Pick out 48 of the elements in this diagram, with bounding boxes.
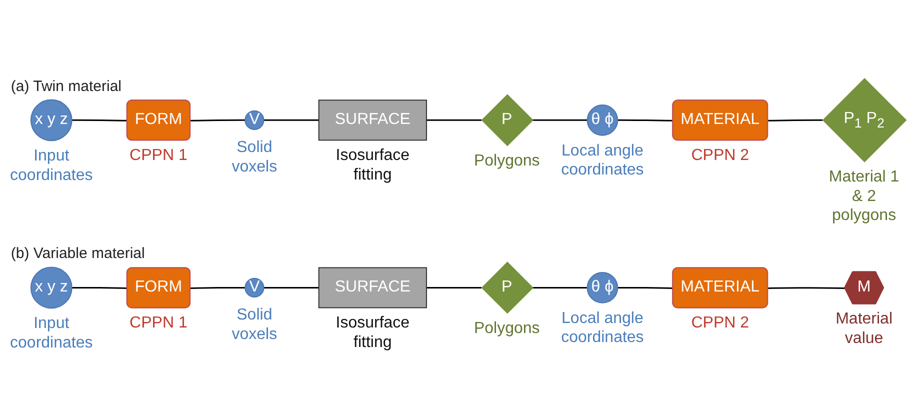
connector-line xyxy=(618,119,674,122)
ellipse-node: V xyxy=(244,110,264,130)
caption-text: Polygons xyxy=(474,320,540,338)
connector-line xyxy=(190,119,246,122)
connector-line xyxy=(618,286,674,289)
surface-box: SURFACE xyxy=(318,267,427,308)
caption-text: Isosurface fitting xyxy=(336,314,410,351)
connector-line xyxy=(532,286,588,288)
connector-line xyxy=(264,286,319,288)
connector-line xyxy=(768,287,846,289)
process-box: FORM xyxy=(126,100,191,141)
caption-text: Isosurface fitting xyxy=(336,147,410,184)
process-box: FORM xyxy=(126,267,191,308)
connector-line xyxy=(72,286,128,289)
section-title: (b) Variable material xyxy=(10,245,145,262)
caption-text: CPPN 1 xyxy=(130,147,188,164)
caption-text: Material 1 & 2 polygons xyxy=(828,168,900,224)
caption-text: Solid voxels xyxy=(232,306,278,343)
ellipse-node: θ ϕ xyxy=(586,272,618,304)
ellipse-node: θ ϕ xyxy=(586,104,618,136)
caption-text: Input coordinates xyxy=(10,315,93,352)
caption-text: Local angle coordinates xyxy=(561,310,644,346)
caption-text: Polygons xyxy=(474,152,540,170)
surface-box: SURFACE xyxy=(318,100,427,141)
caption-text: Material value xyxy=(836,310,892,347)
caption-text: Input coordinates xyxy=(10,148,93,184)
caption-text: Solid voxels xyxy=(232,139,278,176)
caption-text: CPPN 1 xyxy=(130,314,188,332)
connector-line xyxy=(532,119,588,121)
caption-text: CPPN 2 xyxy=(691,147,750,164)
decision-diamond: P$_{1}$ P$_{2}$ xyxy=(822,78,907,162)
hexagon-node: M xyxy=(844,271,884,304)
process-box: MATERIAL xyxy=(672,267,768,308)
section-title: (a) Twin material xyxy=(10,78,122,95)
decision-diamond: P xyxy=(481,94,534,146)
decision-diamond: P xyxy=(481,262,534,314)
connector-line xyxy=(190,286,246,289)
caption-text: CPPN 2 xyxy=(691,314,750,332)
process-box: MATERIAL xyxy=(672,100,768,141)
ellipse-node: x y z xyxy=(30,99,72,142)
connector-line xyxy=(426,286,482,288)
caption-text: Local angle coordinates xyxy=(561,142,644,179)
connector-line xyxy=(426,119,482,121)
ellipse-node: V xyxy=(244,278,264,298)
ellipse-node: x y z xyxy=(30,266,72,309)
connector-line xyxy=(768,119,823,122)
connector-line xyxy=(264,119,319,121)
connector-line xyxy=(72,119,128,122)
